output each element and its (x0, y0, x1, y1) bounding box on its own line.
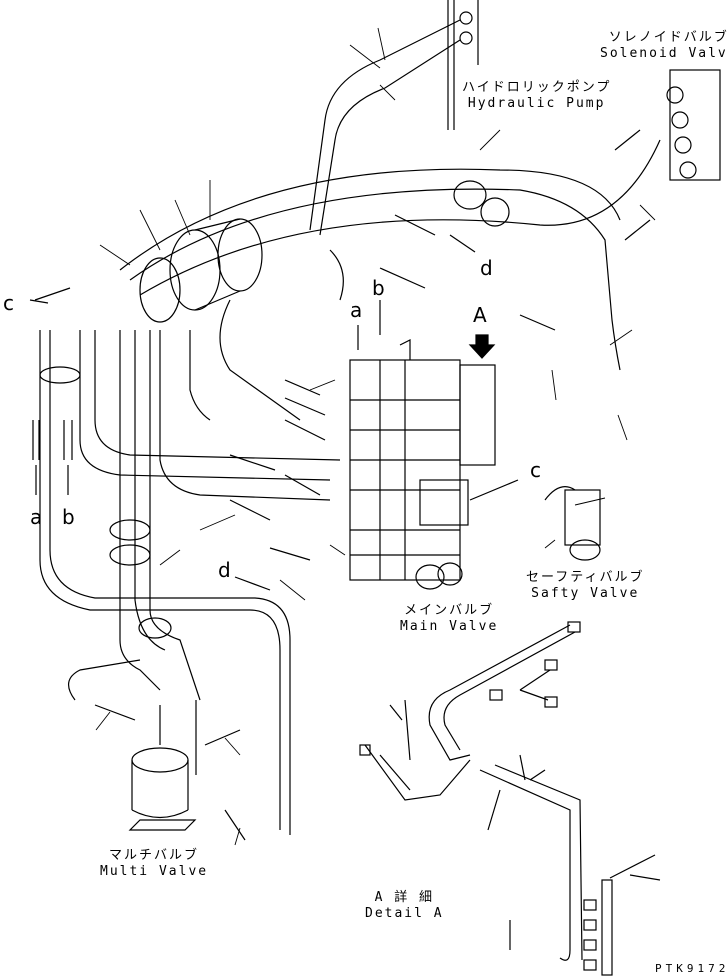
multi-valve-label-jp: マルチバルブ (109, 848, 200, 863)
main-valve-label: メインバルブ Main Valve (400, 603, 498, 635)
drawing-code: PTK9172 (655, 962, 727, 975)
detail-a-harness (359, 621, 661, 976)
multi-valve-label-en: Multi Valve (100, 864, 209, 879)
ref-c-right: c (530, 458, 541, 482)
leader-lines (95, 27, 656, 846)
detail-a-label: A 詳 細 Detail A (365, 890, 444, 922)
view-arrow-icon (468, 334, 496, 359)
detail-a-label-en: Detail A (365, 906, 444, 921)
hydraulic-pump-lines (447, 0, 479, 130)
hoses (39, 19, 661, 835)
solenoid-valve-body (614, 69, 721, 241)
ref-b-left: b (62, 505, 75, 529)
main-valve-label-en: Main Valve (400, 619, 499, 634)
ref-d-top: d (480, 256, 493, 280)
ref-view-a: A (473, 303, 487, 327)
ref-a-main: a (350, 298, 363, 322)
ref-d-bottom: d (218, 558, 231, 582)
detail-a-label-jp: A 詳 細 (374, 890, 435, 905)
hydraulic-pump-label-jp: ハイドロリックポンプ (462, 80, 612, 95)
hose-fittings (32, 214, 556, 841)
multi-valve-body (128, 700, 197, 831)
safety-valve-label-en: Safty Valve (531, 586, 640, 601)
solenoid-valve-label-jp: ソレノイドバルブ (608, 30, 727, 45)
safety-valve-body (544, 486, 601, 561)
hydraulic-pump-label: ハイドロリックポンプ Hydraulic Pump (462, 80, 611, 112)
hydraulic-pump-label-en: Hydraulic Pump (467, 96, 606, 111)
safety-valve-label-jp: セーフティバルブ (526, 570, 645, 585)
solenoid-valve-label-en: Solenoid Valve (600, 46, 727, 61)
multi-valve-label: マルチバルブ Multi Valve (100, 848, 208, 880)
main-valve-label-jp: メインバルブ (404, 603, 495, 618)
hose-bundle-clamp (39, 180, 510, 639)
ref-b-main: b (372, 276, 385, 300)
ref-c-left: c (3, 291, 14, 315)
ref-a-left: a (30, 505, 43, 529)
solenoid-valve-label: ソレノイドバルブ Solenoid Valve (600, 30, 727, 62)
safety-valve-label: セーフティバルブ Safty Valve (526, 570, 644, 602)
main-valve-body (349, 339, 496, 590)
reference-arrows (29, 234, 519, 591)
